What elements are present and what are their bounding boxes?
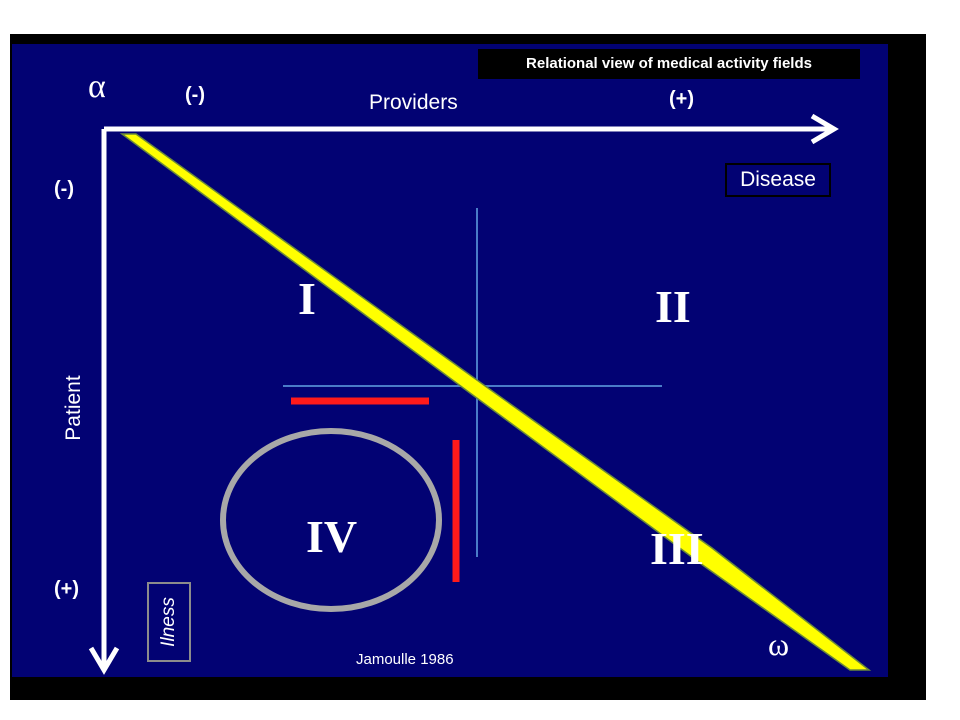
patient-minus-label: (-)	[54, 178, 74, 200]
illness-box: Ilness	[147, 582, 191, 662]
disease-box: Disease	[725, 163, 831, 197]
patient-plus-label: (+)	[54, 578, 79, 600]
providers-plus-label: (+)	[669, 88, 694, 110]
providers-minus-label: (-)	[185, 84, 205, 106]
credit-label: Jamoulle 1986	[356, 651, 454, 668]
quadrant-label-iii: III	[650, 523, 704, 574]
quadrant-label-ii: II	[655, 281, 691, 332]
illness-label: Ilness	[158, 597, 179, 647]
alpha-symbol: α	[88, 68, 106, 105]
diagram-title: Relational view of medical activity fiel…	[478, 49, 860, 79]
illness-circle	[220, 428, 442, 612]
quadrant-label-iv: IV	[306, 511, 358, 562]
patient-axis-label: Patient	[62, 375, 85, 441]
diagonal-band	[119, 133, 872, 671]
omega-symbol: ω	[768, 626, 790, 662]
horizontal-axis-arrowhead	[810, 113, 839, 145]
quadrant-label-i: I	[298, 273, 316, 324]
providers-axis-label: Providers	[369, 91, 458, 114]
vertical-axis-arrowhead	[88, 646, 120, 675]
